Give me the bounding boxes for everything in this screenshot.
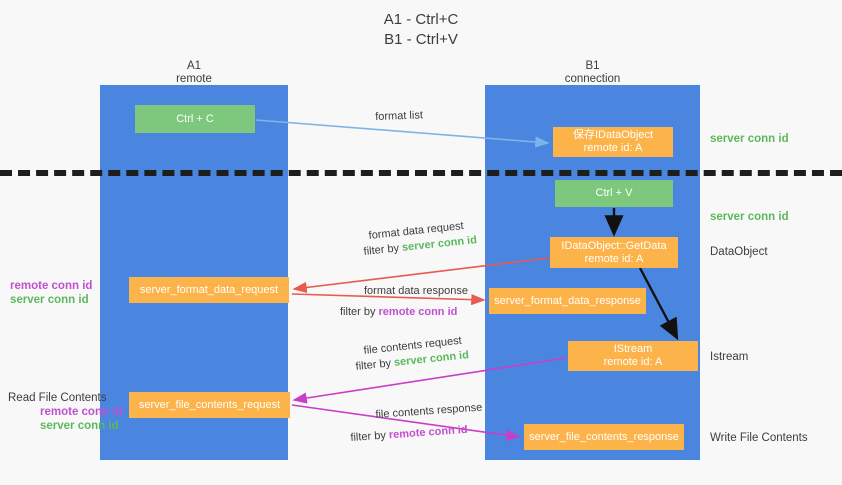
node-server-format-data-request-label: server_format_data_request [139, 283, 279, 296]
annotation-istream: Istream [710, 351, 749, 363]
annotation-write-file-contents: Write File Contents [710, 432, 808, 444]
edge-label-file-contents-response-filter: filter by remote conn id [350, 423, 468, 445]
filter-prefix-3: filter by [355, 356, 395, 373]
title-line-1: A1 - Ctrl+C [383, 11, 459, 28]
annotation-server-conn-id-1: server conn id [10, 294, 89, 306]
title-line-2: B1 - Ctrl+V [384, 31, 458, 48]
node-server-format-data-request[interactable]: server_format_data_request [129, 277, 289, 303]
node-istream-line2: remote id: A [603, 356, 663, 368]
edge-label-format-list: format list [375, 109, 424, 123]
lane-header-a1: A1 remote [100, 60, 288, 86]
node-save-idataobject-line1: 保存IDataObject [572, 129, 654, 141]
filter-prefix-1: filter by [363, 241, 403, 258]
node-server-file-contents-response[interactable]: server_file_contents_response [524, 424, 684, 450]
filter-value-2: remote conn id [378, 306, 458, 318]
node-server-file-contents-request[interactable]: server_file_contents_request [129, 392, 290, 418]
node-server-format-data-response-label: server_format_data_response [494, 294, 641, 307]
annotation-server-conn-id-2: server conn id [40, 420, 119, 432]
lane-header-b1: B1 connection [485, 60, 700, 86]
node-ctrl-c[interactable]: Ctrl + C [135, 105, 255, 133]
lane-b1-role: connection [564, 73, 621, 85]
annotation-conn-id-group-1: remote conn id server conn id [10, 279, 92, 307]
node-ctrl-c-label: Ctrl + C [176, 112, 214, 125]
node-save-idataobject[interactable]: 保存IDataObject remote id: A [553, 127, 673, 157]
filter-prefix-4: filter by [350, 429, 390, 444]
node-istream-line1: IStream [613, 343, 653, 355]
filter-value-4: remote conn id [388, 423, 468, 442]
node-ctrl-v-label: Ctrl + V [595, 187, 633, 199]
node-server-file-contents-response-label: server_file_contents_response [529, 430, 679, 443]
filter-prefix-2: filter by [340, 306, 379, 318]
node-server-file-contents-request-label: server_file_contents_request [138, 398, 281, 411]
annotation-remote-conn-id-1: remote conn id [10, 280, 93, 292]
edge-label-format-data-response: format data response [364, 285, 468, 297]
node-idataobject-getdata[interactable]: IDataObject::GetData remote id: A [550, 237, 678, 268]
node-server-format-data-response[interactable]: server_format_data_response [489, 288, 646, 314]
annotation-conn-id-group-2: Read File Contents remote conn id server… [8, 391, 123, 433]
edge-label-file-contents-response: file contents response [375, 401, 483, 421]
annotation-server-conn-id-top: server conn id [710, 133, 789, 145]
node-istream[interactable]: IStream remote id: A [568, 341, 698, 371]
annotation-remote-conn-id-2: remote conn id [40, 406, 123, 418]
node-getdata-line2: remote id: A [584, 252, 644, 265]
lane-b1-name: B1 [585, 60, 600, 72]
node-ctrl-v[interactable]: Ctrl + V [555, 180, 673, 207]
lane-a1-role: remote [176, 73, 212, 85]
annotation-server-conn-id-mid: server conn id [710, 211, 789, 223]
node-getdata-line1: IDataObject::GetData [561, 239, 667, 252]
phase-divider [0, 170, 842, 176]
lane-a1-name: A1 [186, 60, 202, 72]
annotation-read-file-contents: Read File Contents [8, 392, 107, 404]
annotation-dataobject: DataObject [710, 246, 768, 258]
page-title: A1 - Ctrl+C B1 - Ctrl+V [0, 10, 842, 50]
edge-label-format-data-response-filter: filter by remote conn id [340, 305, 457, 319]
node-save-idataobject-line2: remote id: A [583, 142, 643, 154]
